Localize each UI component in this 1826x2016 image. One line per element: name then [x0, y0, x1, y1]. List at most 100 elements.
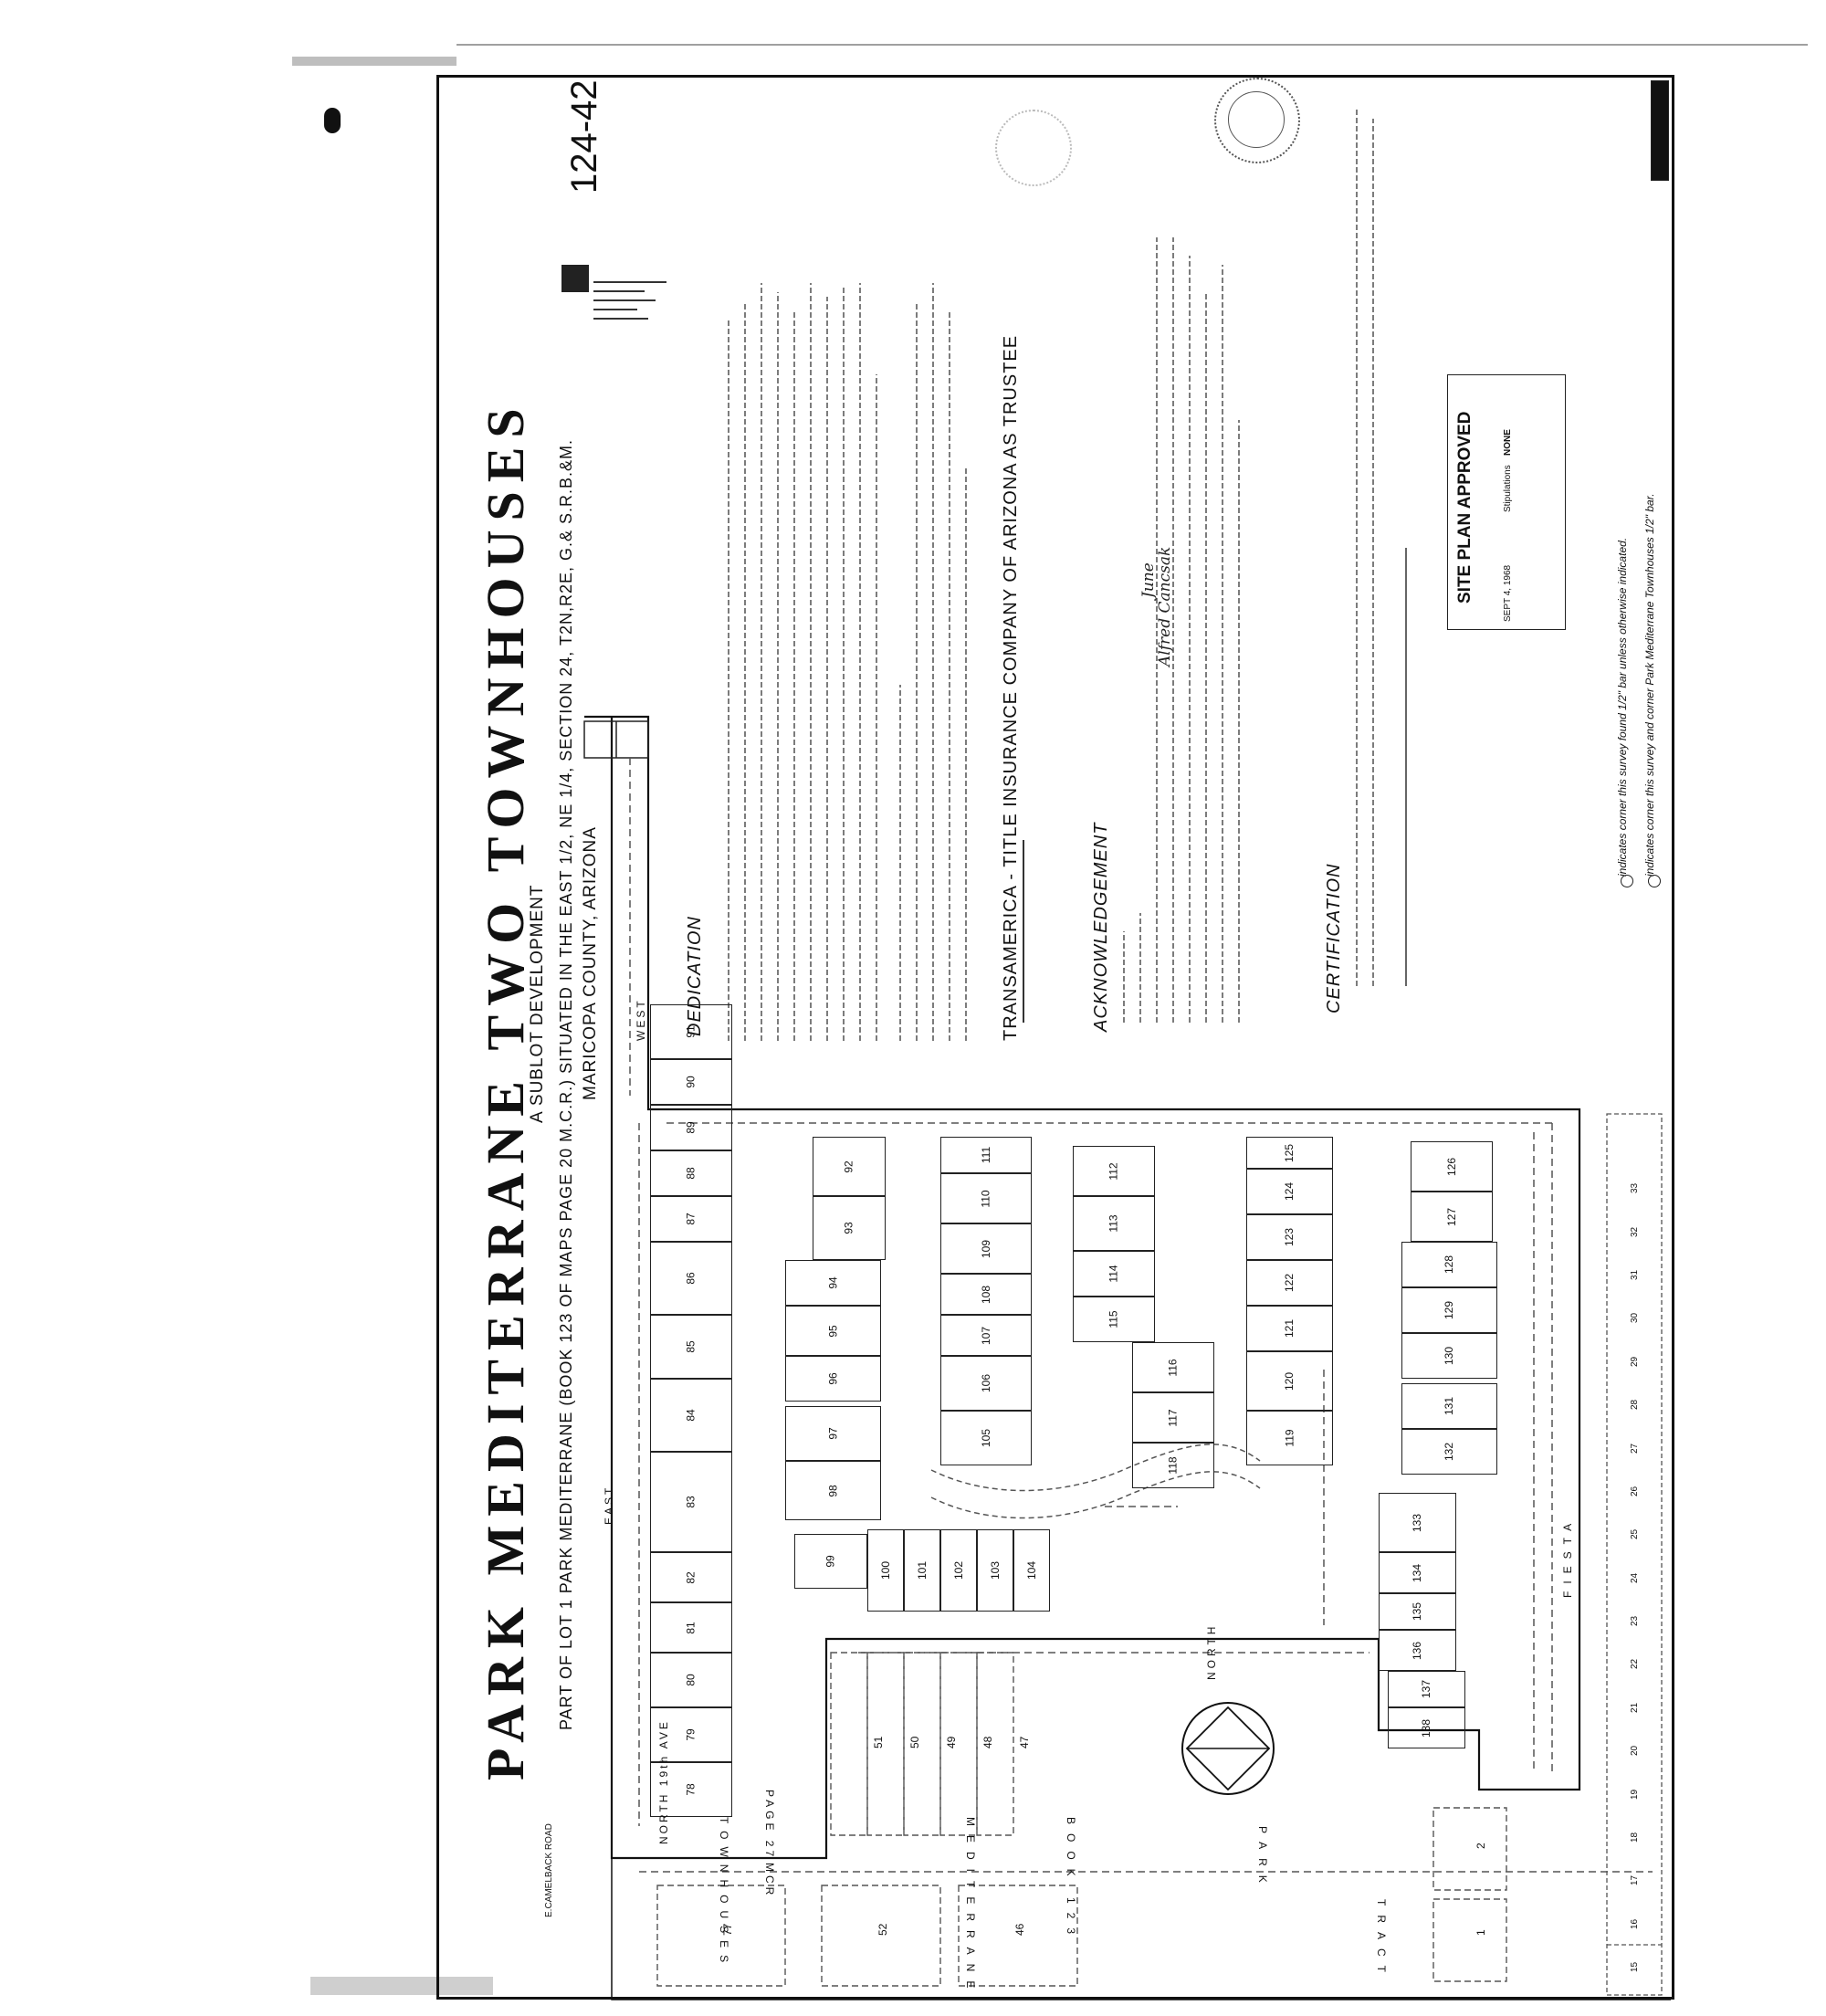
lot-number: 117: [1166, 1408, 1180, 1427]
scan-noise: [292, 57, 456, 66]
faint-seal: [995, 110, 1072, 186]
lot-parcel: 93: [813, 1196, 886, 1260]
lot-parcel: 84: [650, 1379, 732, 1452]
lot-number: 99: [824, 1555, 837, 1568]
dedication-text-lines: [728, 283, 967, 1041]
old-lot-number: 51: [872, 1736, 885, 1748]
old-lot-number: 50: [908, 1736, 921, 1748]
lot-parcel: 96: [785, 1356, 881, 1402]
street-townhouses: TOWNHOUSES: [718, 1817, 730, 1970]
strip-lot-number: 28: [1630, 1399, 1640, 1410]
lot-parcel: 94: [785, 1260, 881, 1306]
lot-number: 114: [1107, 1265, 1120, 1283]
lot-number: 131: [1443, 1396, 1456, 1416]
lot-parcel: 133: [1379, 1493, 1456, 1552]
lot-number: 133: [1411, 1513, 1424, 1532]
street-tract: TRACT: [1375, 1899, 1388, 1981]
lot-parcel: 113: [1073, 1196, 1155, 1251]
lot-parcel: 114: [1073, 1251, 1155, 1297]
lot-parcel: 136: [1379, 1630, 1456, 1671]
lot-parcel: 107: [940, 1315, 1032, 1356]
lot-parcel: 102: [940, 1529, 977, 1612]
lot-parcel: 110: [940, 1173, 1032, 1223]
old-lot-number: 2: [1474, 1843, 1487, 1849]
lot-parcel: 86: [650, 1242, 732, 1315]
street-mcr: MCR: [763, 1863, 776, 1899]
lot-number: 91: [684, 1025, 698, 1038]
lot-parcel: 79: [650, 1707, 732, 1762]
acknowledgement-text: [1118, 237, 1274, 1023]
notary-seal: [1214, 78, 1300, 163]
lot-number: 85: [684, 1340, 698, 1353]
lot-number: 81: [684, 1621, 698, 1634]
lot-number: 82: [684, 1570, 698, 1584]
strip-lot-number: 23: [1630, 1615, 1640, 1626]
lot-number: 94: [826, 1276, 840, 1289]
lot-number: 125: [1283, 1143, 1296, 1162]
lot-number: 98: [826, 1484, 840, 1497]
lot-number: 97: [826, 1427, 840, 1440]
lot-parcel: 81: [650, 1602, 732, 1653]
site-plan-box: SITE PLAN APPROVED SEPT 4, 1968 Stipulat…: [1447, 374, 1566, 630]
lot-number: 137: [1420, 1679, 1433, 1699]
lot-parcel: 95: [785, 1306, 881, 1356]
street-west: WEST: [635, 998, 647, 1041]
strip-lot-number: 27: [1630, 1443, 1640, 1454]
lot-parcel: 78: [650, 1762, 732, 1817]
street-mediterrane: MEDITERRANE: [964, 1817, 977, 1998]
lot-number: 111: [980, 1146, 992, 1164]
notary-seal-inner: [1228, 91, 1285, 148]
lot-number: 109: [980, 1239, 992, 1258]
street-page: PAGE 27: [763, 1790, 776, 1861]
recording-notes: [593, 274, 666, 393]
lot-number: 134: [1411, 1563, 1424, 1582]
lot-parcel: 104: [1013, 1529, 1050, 1612]
street-fiesta: FIESTA: [1561, 1516, 1574, 1598]
lot-number: 110: [979, 1189, 992, 1208]
lot-parcel: 88: [650, 1150, 732, 1196]
lot-parcel: 112: [1073, 1146, 1155, 1196]
street-east: EAST: [603, 1485, 615, 1525]
lot-number: 123: [1283, 1227, 1296, 1247]
lot-parcel: 117: [1132, 1392, 1214, 1443]
lot-number: 124: [1283, 1181, 1296, 1202]
lot-number: 80: [684, 1674, 698, 1686]
signature-block: [1013, 840, 1050, 1032]
lot-parcel: 109: [940, 1223, 1032, 1274]
old-lot-number: 1: [1474, 1929, 1487, 1936]
street-book: BOOK 123: [1065, 1817, 1077, 1944]
lot-parcel: 91: [650, 1004, 732, 1059]
strip-lot-number: 31: [1630, 1269, 1640, 1280]
lot-number: 84: [684, 1409, 698, 1422]
lot-parcel: 82: [650, 1552, 732, 1602]
street-camelback: E.CAMELBACK ROAD: [544, 1823, 554, 1917]
lot-parcel: 106: [940, 1356, 1032, 1411]
lot-parcel: 83: [650, 1452, 732, 1552]
lot-number: 95: [826, 1324, 840, 1338]
lot-number: 92: [842, 1160, 855, 1173]
lot-parcel: 120: [1246, 1351, 1333, 1411]
lot-number: 135: [1411, 1601, 1424, 1622]
lot-parcel: 122: [1246, 1260, 1333, 1306]
lot-number: 96: [826, 1372, 840, 1385]
strip-lot-number: 29: [1630, 1356, 1640, 1367]
lot-parcel: 121: [1246, 1306, 1333, 1351]
strip-lot-number: 26: [1630, 1486, 1640, 1496]
lot-number: 105: [980, 1428, 992, 1448]
street-north: NORTH: [1205, 1622, 1218, 1680]
lot-number: 121: [1283, 1318, 1296, 1339]
lot-number: 128: [1443, 1255, 1456, 1275]
strip-lot-number: 24: [1630, 1572, 1640, 1583]
lot-number: 122: [1283, 1273, 1296, 1293]
lot-number: 132: [1443, 1442, 1456, 1462]
lot-number: 104: [1025, 1560, 1038, 1580]
lot-number: 138: [1420, 1718, 1433, 1738]
recording-stamp: [561, 265, 589, 292]
lot-parcel: 130: [1401, 1333, 1497, 1379]
lot-parcel: 108: [940, 1274, 1032, 1315]
lot-number: 118: [1166, 1456, 1180, 1475]
old-lot-number: 48: [981, 1736, 994, 1748]
lot-number: 101: [916, 1560, 929, 1580]
lot-number: 103: [989, 1560, 1002, 1580]
lot-parcel: 90: [650, 1059, 732, 1105]
